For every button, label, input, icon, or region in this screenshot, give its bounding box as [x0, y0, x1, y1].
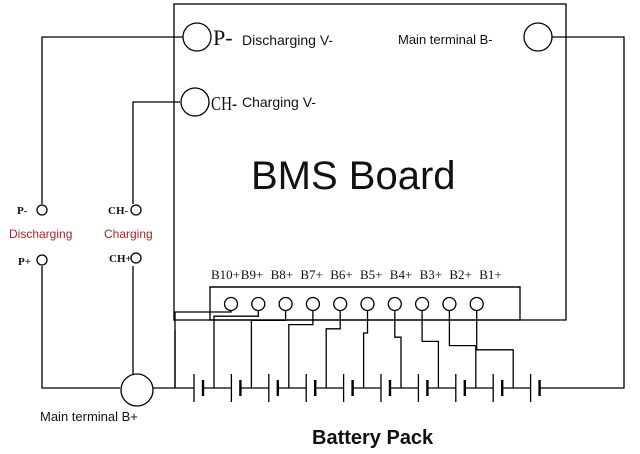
- balance-pin-label: B6+: [330, 267, 353, 282]
- main-positive-label: Main terminal B+: [40, 409, 138, 424]
- balance-connector-strip: [209, 286, 521, 321]
- balance-pin-b5p: [360, 296, 375, 312]
- balance-pin-label: B7+: [300, 267, 323, 282]
- port-charging-label: Charging: [104, 227, 153, 241]
- balance-pin-label: B4+: [390, 267, 413, 282]
- battery-pack: [153, 374, 568, 402]
- balance-wire: [362, 310, 369, 388]
- balance-wire: [476, 310, 514, 388]
- balance-wire: [394, 310, 402, 388]
- port-discharging-label: Discharging: [9, 227, 72, 241]
- charging-negative-terminal: [180, 87, 210, 117]
- discharging-negative-label: Discharging V-: [242, 32, 333, 48]
- main-positive-terminal: [120, 373, 154, 407]
- charging-negative-label: Charging V-: [242, 94, 316, 110]
- balance-pin-b6p: [333, 296, 348, 312]
- main-negative-label: Main terminal B-: [398, 32, 493, 47]
- wire-discharging-negative: [41, 36, 183, 204]
- balance-pin-label: B3+: [420, 267, 443, 282]
- port-charging-positive-label: CH+: [109, 253, 132, 265]
- wire-discharging-positive: [41, 266, 120, 389]
- balance-pin-label: B2+: [449, 267, 472, 282]
- charging-negative-symbol: CH-: [211, 93, 237, 115]
- balance-wire: [421, 310, 440, 388]
- port-discharging-negative-label: P-: [17, 205, 28, 217]
- balance-pins: B10+B9+ B8+ B7+ B6+ B5+ B4+ B3+ B2+ B1+: [211, 267, 502, 312]
- balance-wire: [325, 310, 341, 388]
- discharging-negative-terminal: [182, 22, 212, 52]
- balance-pin-b2p: [442, 296, 457, 312]
- balance-pin-label: B10+: [211, 267, 240, 282]
- balance-pin-b4p: [387, 296, 402, 312]
- balance-wire: [213, 310, 259, 388]
- discharging-negative-symbol: P-: [213, 25, 233, 50]
- balance-pin-label: B9+: [241, 267, 264, 282]
- balance-pin-b9p: [251, 296, 266, 312]
- balance-pin-label: B5+: [360, 267, 383, 282]
- port-charging-positive: [130, 252, 142, 264]
- balance-wires: [174, 310, 514, 388]
- port-discharging-positive: [36, 254, 48, 266]
- balance-pin-b3p: [414, 296, 430, 312]
- port-discharging-negative: [36, 204, 48, 216]
- balance-pin-b7p: [305, 296, 321, 312]
- balance-pin-b8p: [278, 296, 293, 312]
- battery-pack-title: Battery Pack: [312, 427, 434, 449]
- wire-main-negative: [552, 36, 625, 389]
- balance-pin-b10p: [223, 296, 239, 312]
- board-title: BMS Board: [251, 154, 456, 198]
- main-negative-terminal: [523, 22, 553, 52]
- balance-wire: [448, 310, 477, 388]
- balance-wire: [288, 310, 314, 388]
- balance-pin-label: B8+: [271, 267, 294, 282]
- port-charging-negative-label: CH-: [108, 205, 129, 217]
- balance-wire: [250, 310, 287, 388]
- balance-pin-b1p: [469, 296, 484, 312]
- balance-wire: [174, 310, 232, 388]
- wire-charging-negative: [132, 101, 180, 204]
- port-discharging-positive-label: P+: [18, 256, 31, 268]
- balance-pin-label: B1+: [479, 267, 502, 282]
- port-charging-negative: [130, 204, 142, 216]
